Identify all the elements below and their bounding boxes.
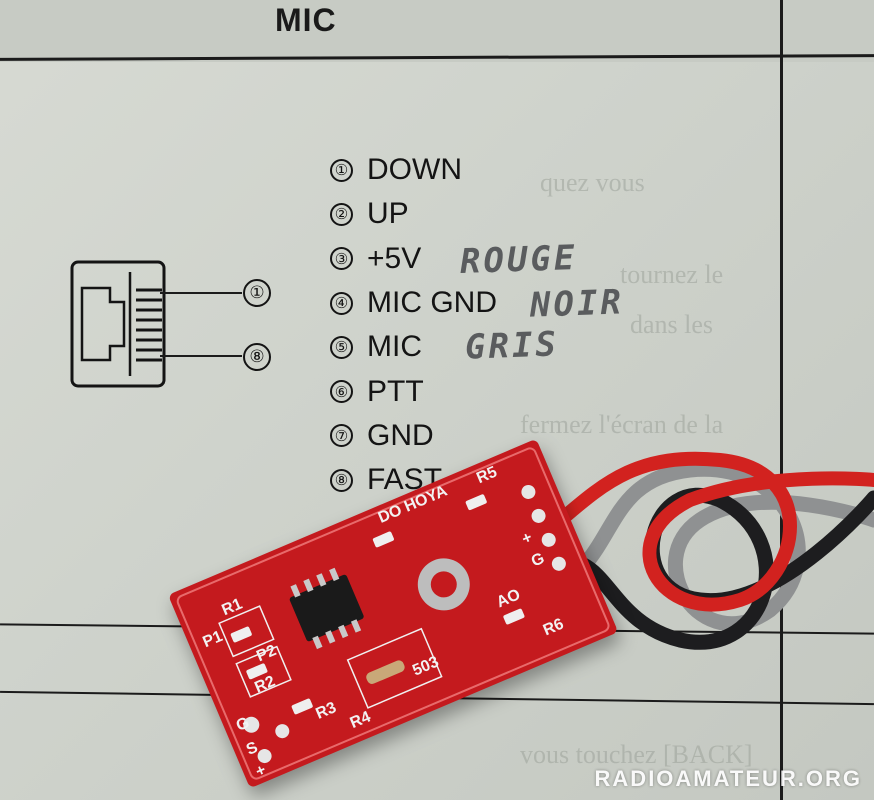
pin-number: ⑥ bbox=[330, 380, 353, 404]
pin-label: UP bbox=[367, 197, 409, 231]
table-header-title: MIC bbox=[275, 2, 337, 38]
site-watermark: RADIOAMATEUR.ORG bbox=[594, 766, 862, 791]
pin-number: ③ bbox=[330, 247, 353, 271]
pcb-traces bbox=[176, 447, 610, 780]
pinout-item: ⑥ PTT bbox=[330, 369, 497, 413]
pinout-item: ③ +5V bbox=[330, 237, 497, 281]
callout-leader-8 bbox=[160, 355, 242, 357]
pin-label: +5V bbox=[367, 241, 422, 275]
red-wire bbox=[523, 451, 874, 612]
pin-label: DOWN bbox=[367, 153, 462, 187]
pcb-board: R1 R2 R3 R4 R5 R6 P1 P2 503 DO HOYA AO G… bbox=[168, 438, 619, 789]
pin-number: ⑦ bbox=[330, 424, 353, 448]
pinout-item: ① DOWN bbox=[330, 148, 497, 192]
pin-number: ⑧ bbox=[330, 468, 353, 492]
gray-wire bbox=[540, 461, 874, 632]
bleed-through-text: quez vous bbox=[540, 168, 645, 197]
pinout-item: ⑦ GND bbox=[330, 414, 497, 458]
bleed-through-text: tournez le bbox=[620, 260, 724, 289]
pin-number: ② bbox=[330, 202, 353, 226]
pinout-item: ④ MIC GND bbox=[330, 281, 497, 325]
bleed-through-text: fermez l'écran de la bbox=[520, 410, 724, 439]
pin-label: PTT bbox=[367, 374, 424, 408]
table-column-rule bbox=[780, 0, 783, 800]
pin-label: MIC GND bbox=[367, 286, 497, 320]
pin-label: GND bbox=[367, 418, 434, 452]
pinout-list: ① DOWN ② UP ③ +5V ④ MIC GND ⑤ MIC ⑥ PTT ⑦ GND ⑧… bbox=[330, 148, 497, 502]
table-header-band bbox=[0, 0, 874, 62]
bleed-through-text: vous touchez [BACK] bbox=[520, 740, 753, 769]
callout-leader-1 bbox=[160, 292, 242, 294]
pin-callout-last: ⑧ bbox=[243, 343, 271, 371]
rj45-jack-diagram bbox=[70, 260, 166, 388]
pinout-item: ⑤ MIC bbox=[330, 325, 497, 369]
pinout-item: ② UP bbox=[330, 192, 497, 236]
pin-callout-first: ① bbox=[243, 279, 271, 307]
pin-label: MIC bbox=[367, 330, 422, 364]
pin-number: ⑤ bbox=[330, 335, 353, 359]
pin-number: ④ bbox=[330, 291, 353, 315]
pin-number: ① bbox=[330, 158, 353, 182]
bleed-through-text: dans les bbox=[630, 310, 714, 339]
